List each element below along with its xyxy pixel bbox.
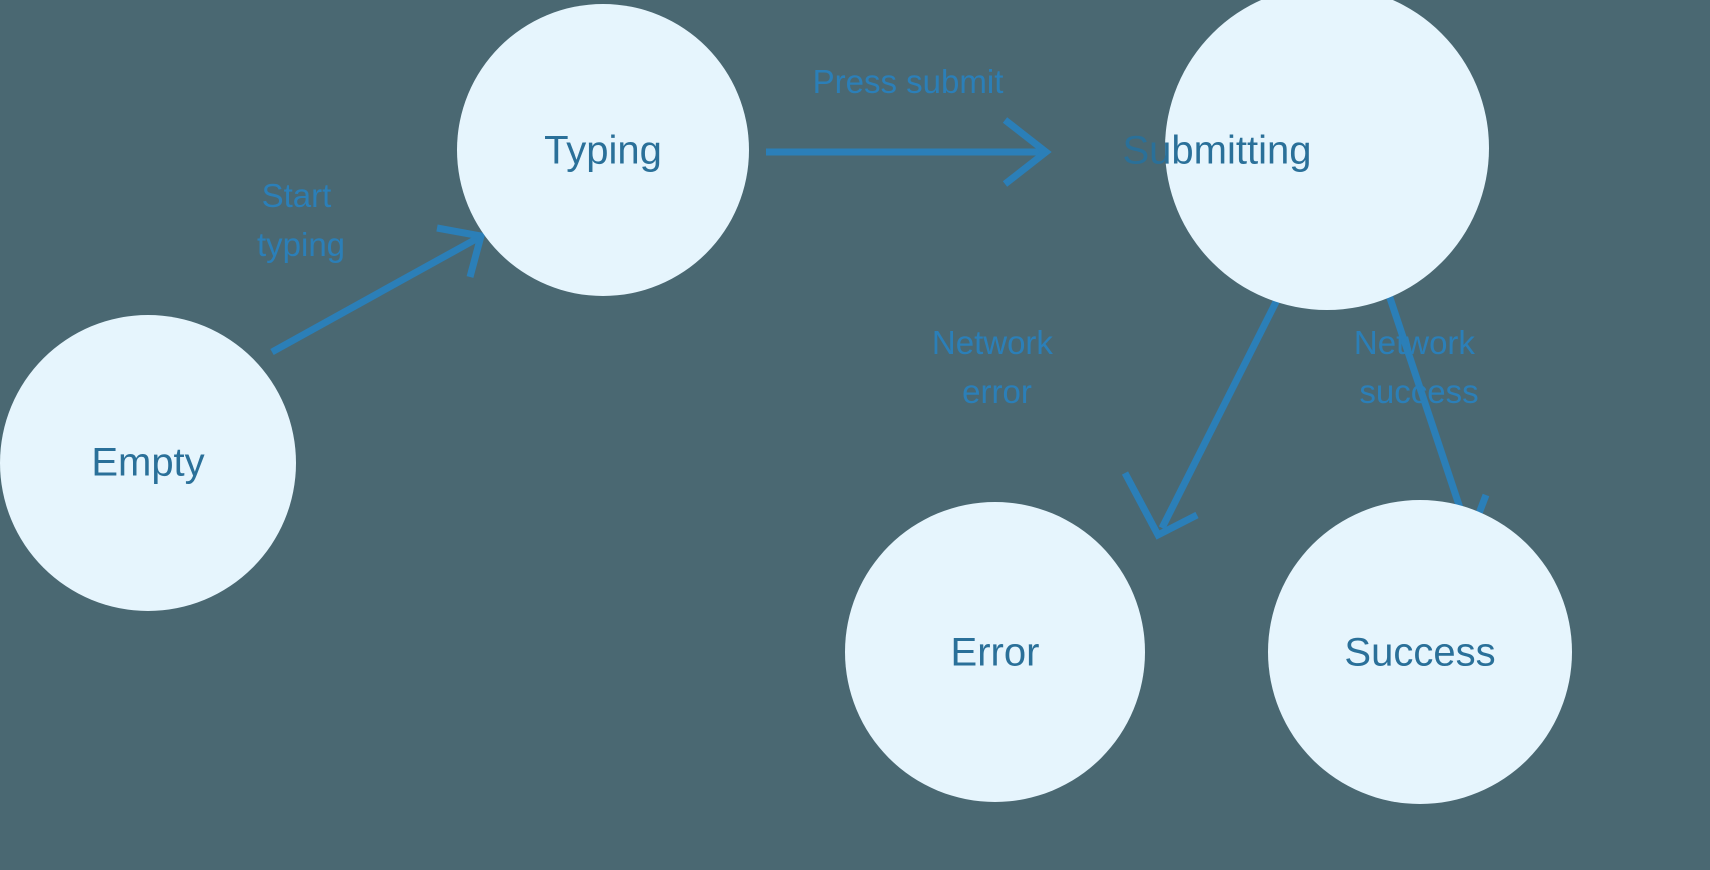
node-label-error: Error xyxy=(951,631,1040,675)
edge-label-line-1: Network xyxy=(1354,324,1476,361)
edge-label-typing-to-submitting: Press submit xyxy=(813,63,1004,100)
node-label-typing: Typing xyxy=(544,129,662,173)
edge-submitting-to-success[interactable]: Network success xyxy=(1354,290,1490,542)
node-label-success: Success xyxy=(1344,631,1495,675)
edge-line-submitting-to-error xyxy=(1158,292,1284,530)
edge-label-line-1: Network xyxy=(932,324,1054,361)
edge-label-line-1: Press submit xyxy=(813,63,1004,100)
state-node-typing[interactable]: Typing xyxy=(457,4,749,296)
edge-empty-to-typing[interactable]: Start typing xyxy=(257,177,486,356)
state-node-submitting[interactable]: Submitting xyxy=(1123,0,1489,310)
node-label-submitting: Submitting xyxy=(1123,129,1312,173)
edge-label-line-2: typing xyxy=(257,226,345,263)
arrowhead-empty-to-typing xyxy=(436,224,486,278)
arrowhead-typing-to-submitting xyxy=(1002,117,1052,187)
edge-label-line-1: Start xyxy=(262,177,332,214)
edge-line-empty-to-typing xyxy=(270,234,480,356)
edge-label-empty-to-typing: Start typing xyxy=(257,177,345,263)
edge-typing-to-submitting[interactable]: Press submit xyxy=(766,63,1052,187)
node-circle-empty xyxy=(0,315,296,611)
edge-submitting-to-error[interactable]: Network error xyxy=(932,292,1284,540)
edge-label-submitting-to-success: Network success xyxy=(1354,324,1484,410)
edge-label-line-2: success xyxy=(1359,373,1478,410)
edge-label-line-2: error xyxy=(962,373,1032,410)
node-circle-submitting xyxy=(1165,0,1489,310)
edge-line-submitting-to-success xyxy=(1384,290,1470,528)
state-node-success[interactable]: Success xyxy=(1268,500,1572,804)
node-circle-typing xyxy=(457,4,749,296)
node-circle-error xyxy=(845,502,1145,802)
state-node-empty[interactable]: Empty xyxy=(0,315,296,611)
arrowhead-submitting-to-error xyxy=(1121,471,1199,540)
edge-label-submitting-to-error: Network error xyxy=(932,324,1062,410)
state-node-error[interactable]: Error xyxy=(845,502,1145,802)
node-label-empty: Empty xyxy=(91,441,204,485)
node-circle-success xyxy=(1268,500,1572,804)
